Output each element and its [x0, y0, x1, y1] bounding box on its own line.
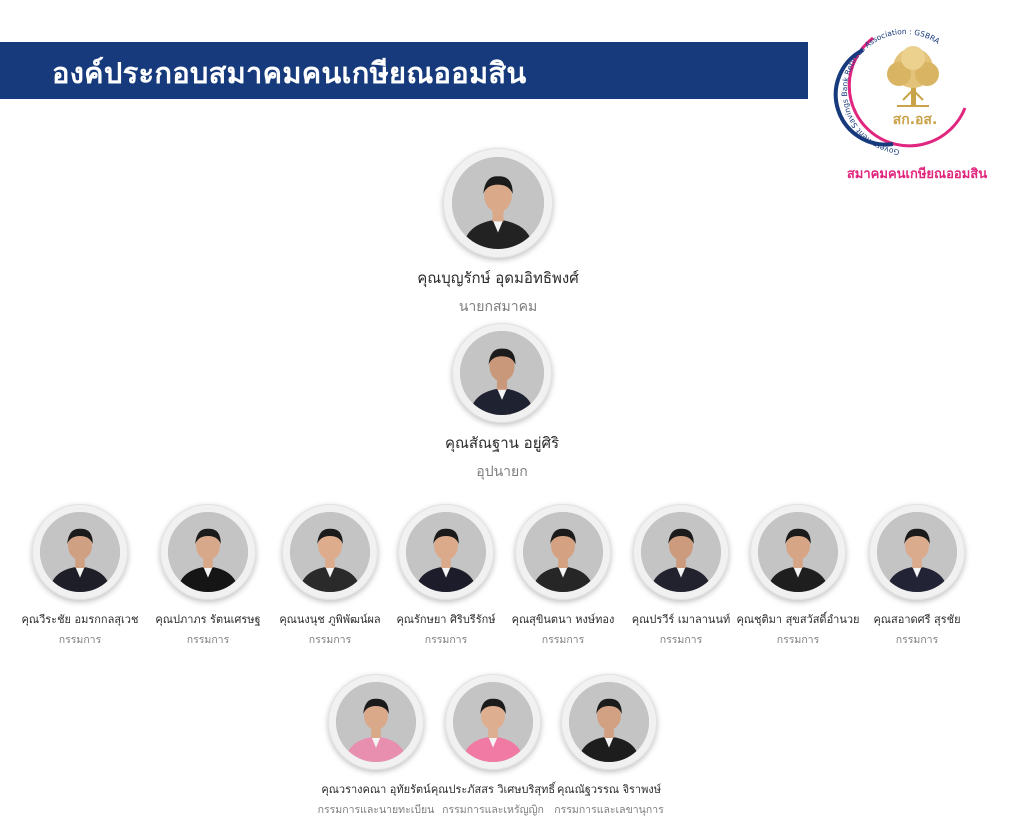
portrait-icon [290, 512, 370, 592]
member-role: กรรมการและนายทะเบียน [317, 804, 435, 816]
portrait-icon [168, 512, 248, 592]
member-card: คุณบุญรักษ์ อุดมอิทธิพงศ์นายกสมาคม [413, 148, 583, 318]
member-card: คุณปภาภร รัตนเศรษฐกรรมการ [123, 504, 293, 648]
member-card: คุณปรวีร์ เมาลานนท์กรรมการ [596, 504, 766, 648]
member-photo [869, 504, 965, 600]
member-card: คุณประภัสสร วิเศษบริสุทธิ์กรรมการและเหรั… [408, 674, 578, 818]
member-card: คุณรักษยา ศิริบรีรักษ์กรรมการ [361, 504, 531, 648]
member-role: อุปนายก [476, 464, 528, 480]
portrait-icon [406, 512, 486, 592]
member-name: คุณณัฐวรรณ จิราพงษ์ [557, 783, 661, 796]
member-name: คุณสุขินตนา หงษ์ทอง [511, 613, 615, 626]
member-name: คุณวรางคณา อุทัยรัตน์ [321, 783, 431, 796]
member-photo [282, 504, 378, 600]
member-card: คุณสุขินตนา หงษ์ทองกรรมการ [478, 504, 648, 648]
portrait-icon [452, 157, 544, 249]
member-photo [445, 674, 541, 770]
svg-text:Government Savings Bank Retire: Government Savings Bank Retirees Associa… [840, 27, 942, 157]
member-name: คุณสัณฐาน อยู่ศิริ [444, 434, 560, 452]
member-photo [452, 323, 552, 423]
member-photo [515, 504, 611, 600]
member-name: คุณปภาภร รัตนเศรษฐ [155, 613, 261, 626]
member-name: คุณสอาดศรี สุรชัย [873, 613, 961, 626]
member-role: กรรมการ [308, 634, 352, 646]
member-role: กรรมการ [541, 634, 585, 646]
member-photo [561, 674, 657, 770]
member-card: คุณสอาดศรี สุรชัยกรรมการ [832, 504, 1002, 648]
member-role: กรรมการ [424, 634, 468, 646]
member-photo [328, 674, 424, 770]
member-role: กรรมการและเหรัญญิก [442, 804, 544, 816]
page-title: องค์ประกอบสมาคมคนเกษียณออมสิน [52, 56, 527, 90]
member-card: คุณวีระชัย อมรกกลสุเวชกรรมการ [0, 504, 165, 648]
member-name: คุณชุติมา สุขสวัสดิ์อำนวย [736, 613, 860, 626]
member-photo [398, 504, 494, 600]
member-photo [633, 504, 729, 600]
member-photo [160, 504, 256, 600]
logo-caption: สมาคมคนเกษียณออมสิน [846, 167, 988, 182]
member-role: นายกสมาคม [458, 299, 538, 315]
member-name: คุณวีระชัย อมรกกลสุเวช [21, 613, 139, 626]
member-name: คุณนงนุช ภูพิพัฒน์ผล [279, 613, 381, 626]
member-name: คุณประภัสสร วิเศษบริสุทธิ์ [430, 783, 556, 796]
tree-icon [887, 46, 939, 107]
member-name: คุณปรวีร์ เมาลานนท์ [631, 613, 731, 626]
portrait-icon [336, 682, 416, 762]
member-card: คุณนงนุช ภูพิพัฒน์ผลกรรมการ [245, 504, 415, 648]
member-name: คุณบุญรักษ์ อุดมอิทธิพงศ์ [417, 269, 579, 287]
association-logo: Government Savings Bank Retirees Associa… [833, 20, 978, 165]
member-card: คุณสัณฐาน อยู่ศิริอุปนายก [417, 323, 587, 483]
logo-initials: สก.อส. [893, 112, 938, 128]
portrait-icon [453, 682, 533, 762]
member-role: กรรมการและเลขานุการ [554, 804, 664, 816]
header-bar [0, 42, 808, 99]
member-card: คุณณัฐวรรณ จิราพงษ์กรรมการและเลขานุการ [524, 674, 694, 818]
portrait-icon [641, 512, 721, 592]
member-role: กรรมการ [186, 634, 230, 646]
member-name: คุณรักษยา ศิริบรีรักษ์ [396, 613, 496, 626]
member-card: คุณวรางคณา อุทัยรัตน์กรรมการและนายทะเบีย… [291, 674, 461, 818]
member-photo [750, 504, 846, 600]
portrait-icon [569, 682, 649, 762]
member-role: กรรมการ [58, 634, 102, 646]
member-role: กรรมการ [659, 634, 703, 646]
portrait-icon [523, 512, 603, 592]
portrait-icon [758, 512, 838, 592]
portrait-icon [877, 512, 957, 592]
portrait-icon [40, 512, 120, 592]
member-photo [443, 148, 553, 258]
logo-ring-text: Government Savings Bank Retirees Associa… [840, 27, 942, 157]
portrait-icon [460, 331, 544, 415]
member-photo [32, 504, 128, 600]
member-role: กรรมการ [776, 634, 820, 646]
member-role: กรรมการ [895, 634, 939, 646]
member-card: คุณชุติมา สุขสวัสดิ์อำนวยกรรมการ [713, 504, 883, 648]
